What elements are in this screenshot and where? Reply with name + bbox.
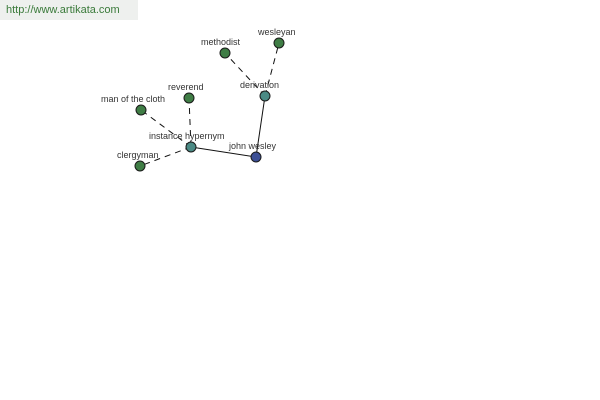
label-man-of-the-cloth: man of the cloth xyxy=(101,94,165,104)
edge-instance-hypernym-reverend xyxy=(188,97,192,148)
edge-root-derivation xyxy=(255,95,266,158)
node-derivation[interactable] xyxy=(259,90,271,102)
label-root: john wesley xyxy=(228,141,277,151)
label-instance-hypernym: instance hypernym xyxy=(149,131,225,141)
edge-derivation-wesleyan xyxy=(264,42,280,97)
label-reverend: reverend xyxy=(168,82,204,92)
node-reverend[interactable] xyxy=(183,92,195,104)
node-methodist[interactable] xyxy=(219,47,231,59)
node-instance-hypernym[interactable] xyxy=(185,141,197,153)
label-methodist: methodist xyxy=(201,37,241,47)
node-wesleyan[interactable] xyxy=(273,37,285,49)
edge-instance-hypernym-man-of-the-cloth xyxy=(140,109,192,148)
label-wesleyan: wesleyan xyxy=(257,27,296,37)
edge-root-instance-hypernym xyxy=(190,146,257,158)
label-clergyman: clergyman xyxy=(117,150,159,160)
edge-instance-hypernym-clergyman xyxy=(139,146,192,167)
node-clergyman[interactable] xyxy=(134,160,146,172)
label-derivation: derivation xyxy=(240,80,279,90)
source-url[interactable]: http://www.artikata.com xyxy=(0,0,138,20)
edge-derivation-methodist xyxy=(224,52,266,97)
node-man-of-the-cloth[interactable] xyxy=(135,104,147,116)
node-root[interactable] xyxy=(250,151,262,163)
